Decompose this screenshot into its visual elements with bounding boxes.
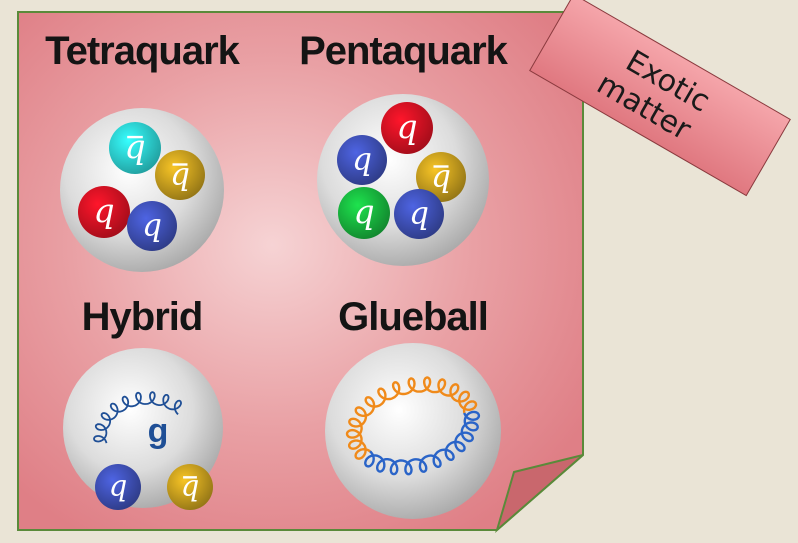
quark-ball: [127, 201, 177, 251]
glueball-gluon-orange: [345, 376, 478, 460]
quark-tetraquark-3: q: [127, 201, 177, 251]
quark-ball: [416, 152, 466, 202]
quark-ball: [337, 135, 387, 185]
quark-tetraquark-2: q: [78, 186, 130, 238]
label-tetraquark: Tetraquark: [45, 29, 241, 73]
quark-ball: [338, 187, 390, 239]
quark-symbol: q: [124, 127, 145, 166]
quark-symbol: q: [93, 191, 114, 230]
antiquark-pentaquark-2: q: [416, 152, 466, 202]
quark-symbol: q: [170, 157, 190, 193]
quark-ball: [78, 186, 130, 238]
glueball-gluon-blue: [364, 410, 481, 476]
quark-ball: [109, 122, 161, 174]
quark-ball: [155, 150, 205, 200]
quark-symbol: q: [409, 196, 429, 232]
quark-pentaquark-3: q: [338, 187, 390, 239]
quark-ball: [381, 102, 433, 154]
antiquark-hybrid-1: q: [167, 464, 213, 510]
label-hybrid: Hybrid: [82, 295, 203, 339]
quark-symbol: q: [109, 469, 128, 503]
note-fold: [495, 454, 584, 534]
gluon-symbol: g: [148, 412, 169, 450]
quark-hybrid-0: q: [95, 464, 141, 510]
quark-ball: [167, 464, 213, 510]
hybrid-gluon-coil: [93, 391, 182, 444]
quark-pentaquark-4: q: [394, 189, 444, 239]
quark-ball: [95, 464, 141, 510]
quark-ball: [394, 189, 444, 239]
antiquark-tetraquark-0: q: [109, 122, 161, 174]
quark-pentaquark-0: q: [381, 102, 433, 154]
label-pentaquark: Pentaquark: [299, 29, 509, 73]
label-glueball: Glueball: [338, 295, 488, 339]
quark-pentaquark-1: q: [337, 135, 387, 185]
quark-symbol: q: [353, 192, 374, 231]
quark-symbol: q: [431, 159, 451, 195]
antiquark-tetraquark-1: q: [155, 150, 205, 200]
quark-symbol: q: [352, 142, 372, 178]
quark-symbol: q: [396, 107, 417, 146]
quark-symbol: q: [142, 208, 162, 244]
quark-symbol: q: [181, 469, 200, 503]
